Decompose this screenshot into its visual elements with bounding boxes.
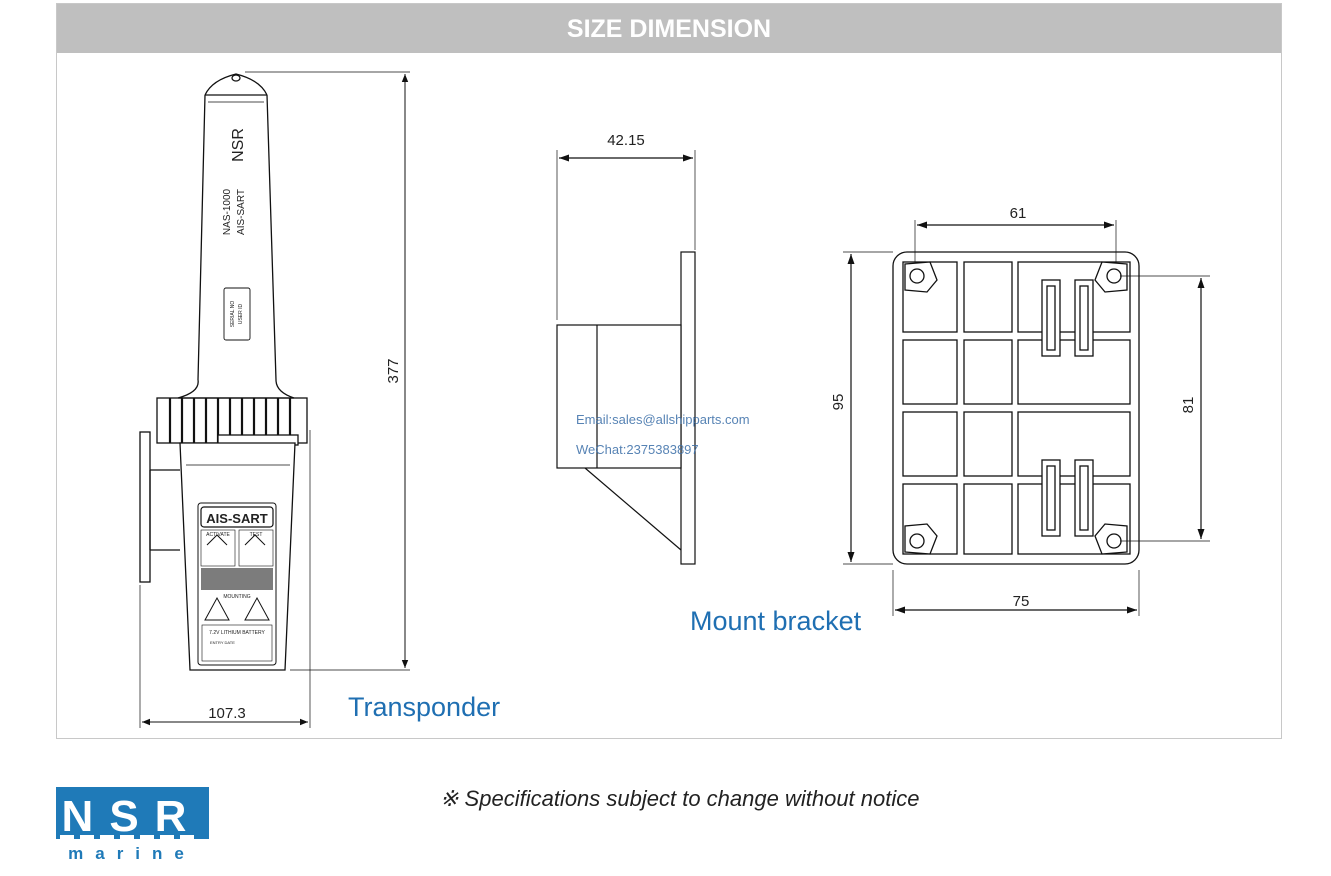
width-outer-dim: 75 xyxy=(1013,593,1030,610)
bracket-front-dimensions xyxy=(843,220,1210,616)
bracket-side-width-dim: 42.15 xyxy=(607,132,645,149)
mount-bracket-caption: Mount bracket xyxy=(690,606,862,636)
watermark-wechat: WeChat:2375383897 xyxy=(576,442,699,457)
transponder-height-dim: 377 xyxy=(385,358,402,383)
height-outer-dim: 95 xyxy=(830,394,847,411)
label-title: AIS-SART xyxy=(206,511,267,526)
transponder-brand: NSR xyxy=(230,128,247,162)
transponder-caption: Transponder xyxy=(348,692,501,722)
transponder-dimensions xyxy=(139,71,410,728)
height-inner-dim: 81 xyxy=(1180,397,1197,414)
user-label: USER ID xyxy=(238,303,244,324)
nsr-marine-logo: NSR marine xyxy=(56,787,209,863)
section-header: SIZE DIMENSION xyxy=(57,4,1281,53)
serial-label: SERIAL NO xyxy=(230,301,236,328)
test-label: TEST xyxy=(250,532,263,538)
logo-top-text: NSR xyxy=(62,792,203,841)
transponder-text: NSR NAS-1000 AIS-SART SERIAL NO USER ID … xyxy=(206,128,268,645)
battery-label: 7.2V LITHIUM BATTERY xyxy=(209,630,265,636)
watermark-email: Email:sales@allshipparts.com xyxy=(576,412,750,427)
mounting-label: MOUNTING xyxy=(223,594,250,600)
logo-bottom-text: marine xyxy=(68,844,196,863)
transponder-model: NAS-1000 xyxy=(222,188,233,235)
bracket-front-view xyxy=(892,251,1140,565)
transponder-width-dim: 107.3 xyxy=(208,705,246,722)
transponder-drawing xyxy=(139,73,308,671)
specifications-note: ※ Specifications subject to change witho… xyxy=(440,786,920,811)
bracket-side-view xyxy=(556,150,696,565)
hole-spacing-top-dim: 61 xyxy=(1010,205,1027,222)
transponder-type: AIS-SART xyxy=(236,189,247,235)
entry-label: ENTRY DATE xyxy=(210,640,235,645)
activate-label: ACTIVATE xyxy=(206,532,230,538)
